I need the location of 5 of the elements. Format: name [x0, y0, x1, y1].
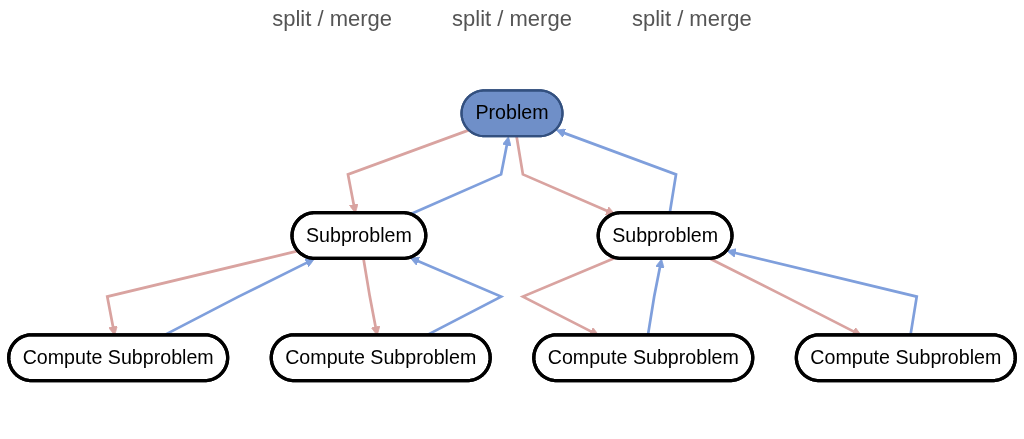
- edge-note: split / merge: [272, 6, 393, 32]
- arrow: [409, 136, 512, 216]
- edge-note: split / merge: [452, 6, 572, 32]
- arrow: [515, 136, 616, 216]
- edge-note: split / merge: [631, 6, 752, 32]
